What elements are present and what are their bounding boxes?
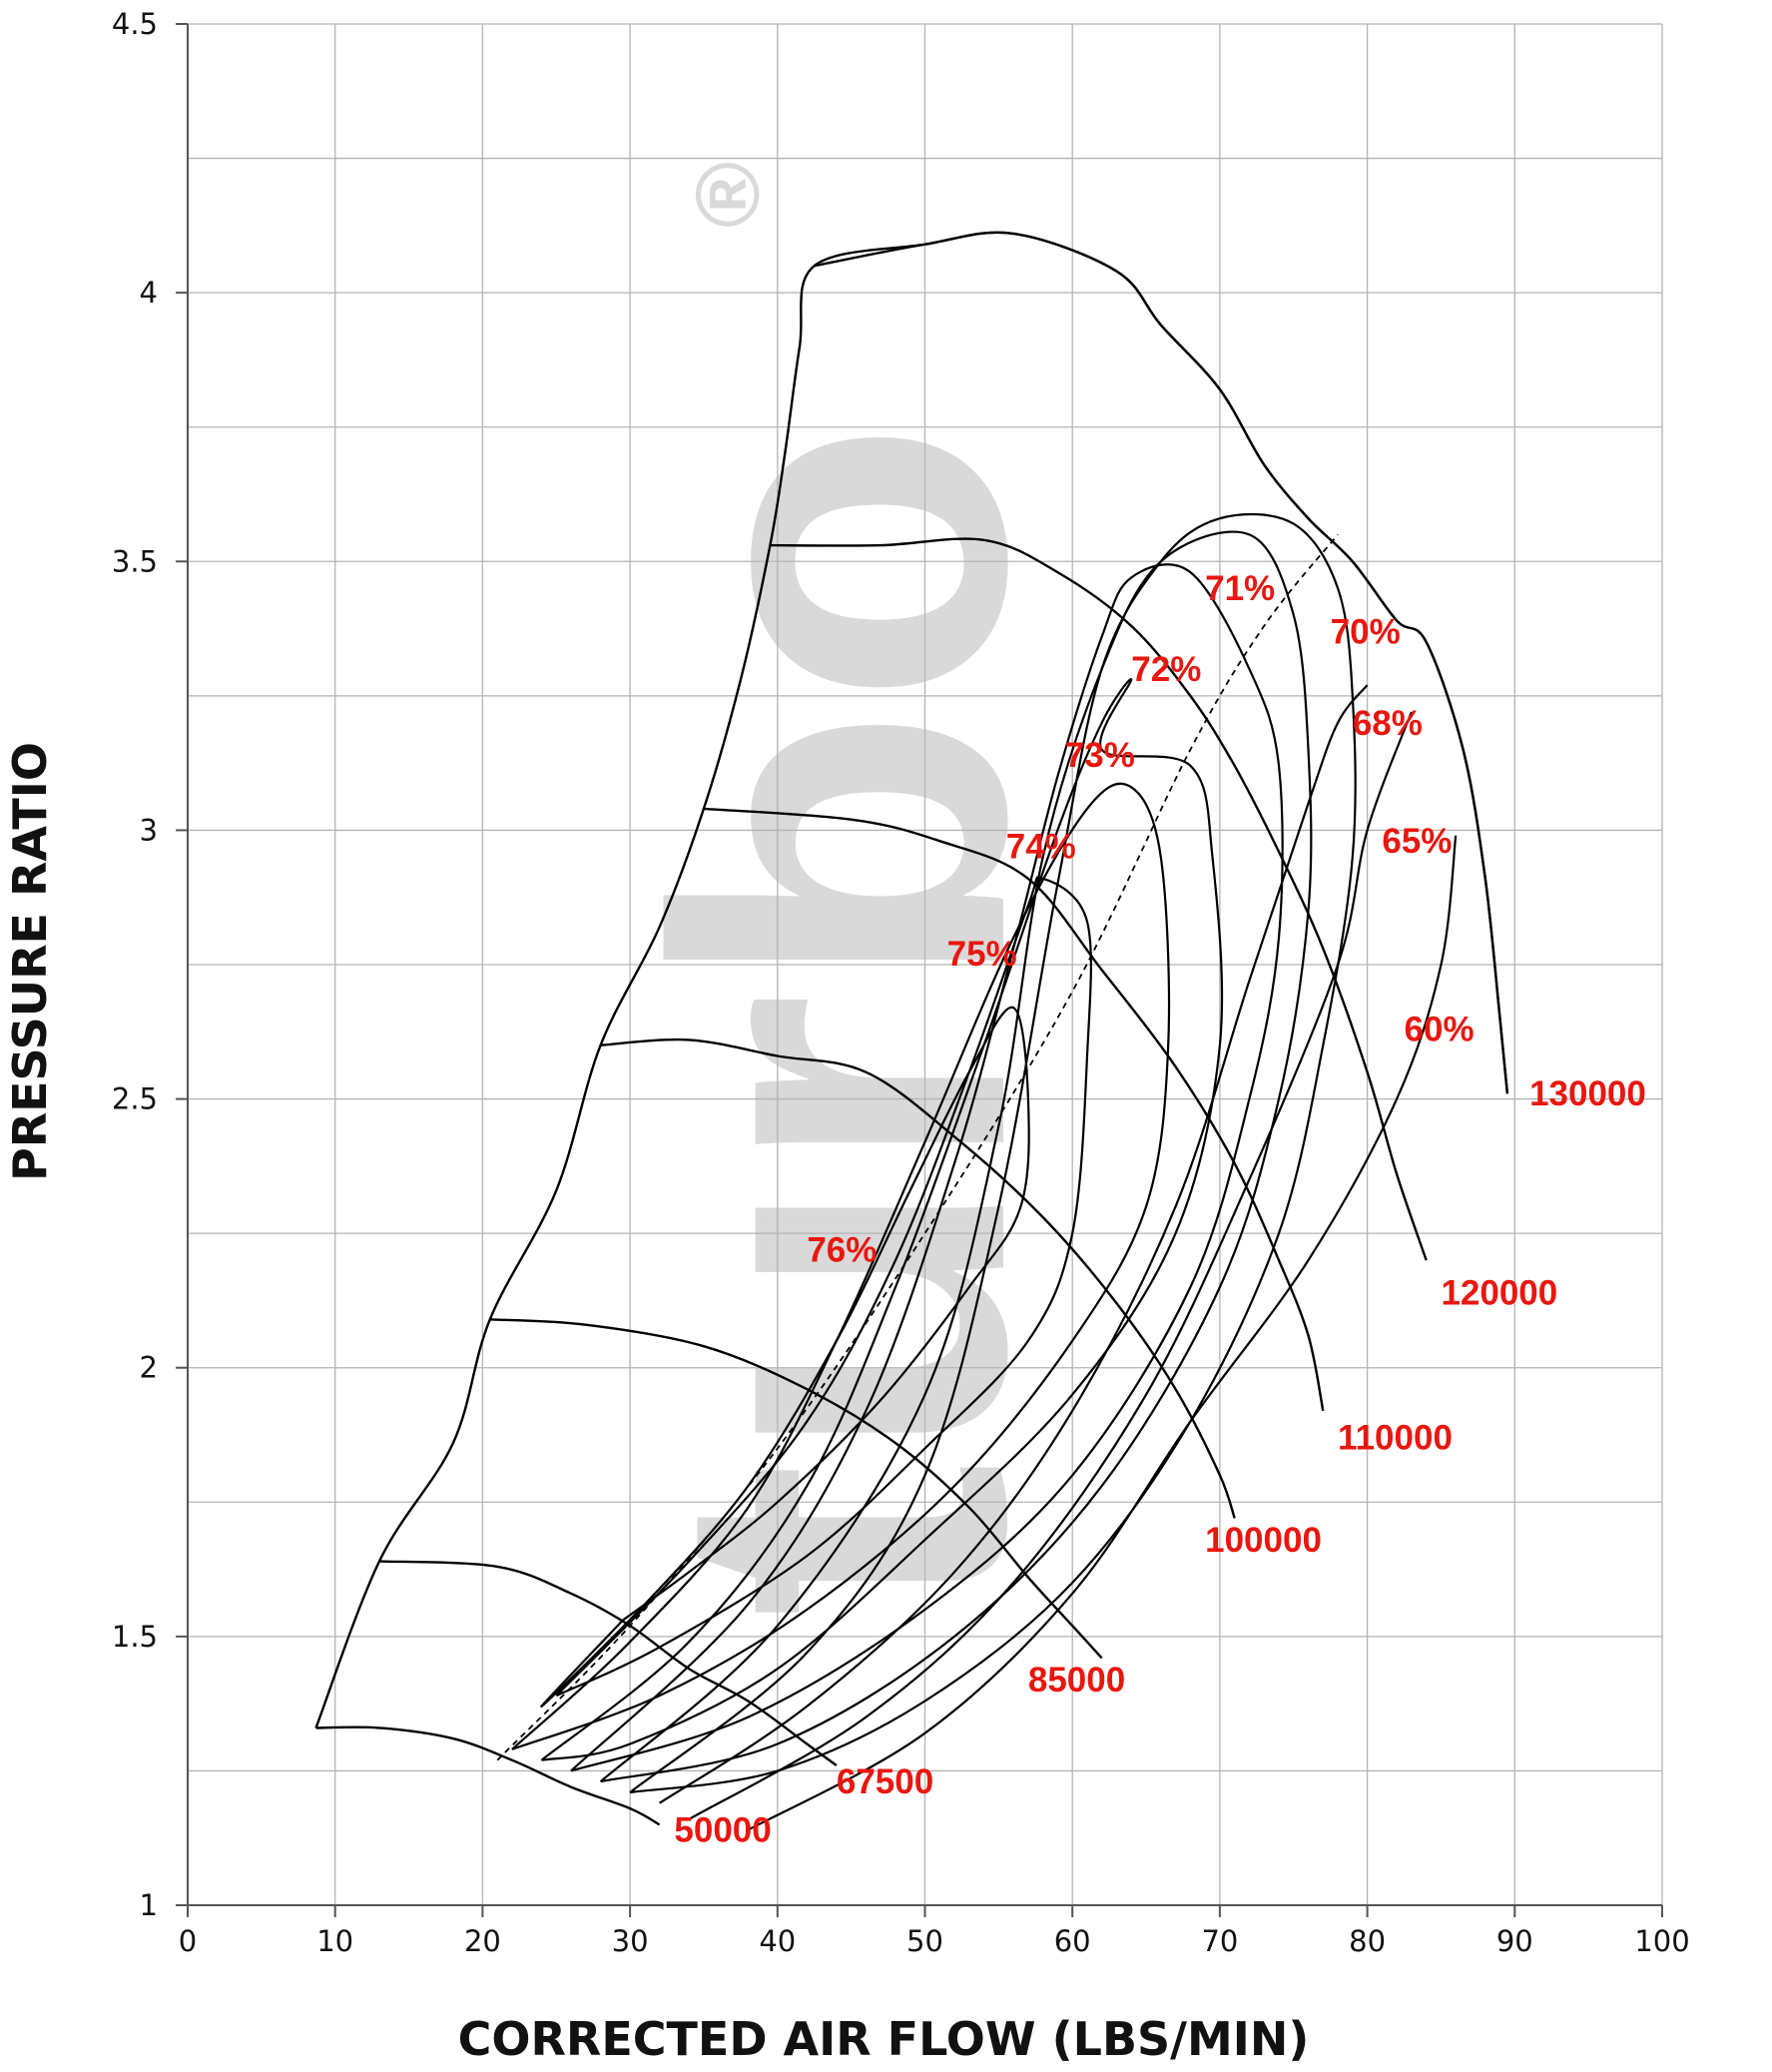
x-tick-label: 90 bbox=[1496, 1924, 1533, 1958]
watermark-registered-mark: ® bbox=[679, 162, 779, 228]
curve-label-76-pct: 76% bbox=[807, 1230, 877, 1269]
x-tick-label: 30 bbox=[612, 1924, 649, 1958]
x-tick-label: 0 bbox=[179, 1924, 197, 1958]
curve-label-65-pct: 65% bbox=[1382, 822, 1452, 861]
x-tick-label: 20 bbox=[464, 1924, 501, 1958]
curve-label-50000: 50000 bbox=[674, 1811, 771, 1850]
x-tick-label: 100 bbox=[1634, 1924, 1689, 1958]
efficiency-island-60-pct bbox=[747, 835, 1458, 1831]
x-tick-label: 50 bbox=[906, 1924, 943, 1958]
efficiency-island-71-pct bbox=[599, 530, 1313, 1783]
x-tick-label: 70 bbox=[1201, 1924, 1238, 1958]
efficiency-island-68-pct bbox=[658, 684, 1369, 1804]
efficiency-island-74-pct bbox=[511, 782, 1171, 1750]
speed-line-120000 bbox=[770, 537, 1428, 1261]
curve-label-100000: 100000 bbox=[1205, 1521, 1322, 1560]
x-tick-label: 40 bbox=[759, 1924, 796, 1958]
y-tick-label: 2.5 bbox=[112, 1082, 158, 1116]
y-tick-label: 1.5 bbox=[112, 1620, 158, 1654]
y-tick-label: 2 bbox=[140, 1351, 158, 1385]
speed-line-110000 bbox=[703, 807, 1325, 1412]
y-axis-title: PRESSURE RATIO bbox=[3, 742, 57, 1181]
curve-label-120000: 120000 bbox=[1441, 1273, 1557, 1312]
y-tick-label: 3 bbox=[140, 813, 158, 847]
curve-label-110000: 110000 bbox=[1338, 1419, 1453, 1458]
efficiency-island-70-pct bbox=[629, 512, 1357, 1794]
speed-line-130000 bbox=[814, 231, 1509, 1094]
curve-label-85000: 85000 bbox=[1028, 1661, 1125, 1700]
y-tick-label: 4 bbox=[140, 276, 158, 310]
x-axis-title: CORRECTED AIR FLOW (LBS/MIN) bbox=[458, 2012, 1310, 2066]
curve-label-72-pct: 72% bbox=[1131, 650, 1201, 689]
efficiency-island-73-pct bbox=[540, 678, 1224, 1761]
efficiency-island-75-pct bbox=[555, 876, 1092, 1698]
y-tick-label: 3.5 bbox=[112, 544, 158, 578]
curve-label-60-pct: 60% bbox=[1405, 1011, 1475, 1049]
curve-layer bbox=[314, 231, 1509, 1831]
curve-label-73-pct: 73% bbox=[1065, 736, 1135, 775]
y-tick-label: 4.5 bbox=[112, 7, 158, 41]
curve-label-67500: 67500 bbox=[837, 1762, 933, 1801]
label-layer: 50000 67500 85000 100000 110000 120000 130000 7… bbox=[674, 569, 1645, 1849]
x-tick-label: 80 bbox=[1349, 1924, 1386, 1958]
efficiency-island-76-pct bbox=[540, 1006, 1030, 1708]
speed-line-100000 bbox=[600, 1037, 1236, 1519]
x-tick-label: 60 bbox=[1054, 1924, 1091, 1958]
watermark-layer: turbo ® bbox=[579, 162, 1103, 1619]
efficiency-island-72-pct bbox=[570, 563, 1284, 1772]
speed-line-85000 bbox=[489, 1318, 1103, 1660]
speed-line-50000 bbox=[315, 1726, 661, 1826]
watermark-text: turbo bbox=[579, 419, 1103, 1619]
curve-label-74-pct: 74% bbox=[1006, 828, 1076, 867]
speed-line-67500 bbox=[378, 1560, 838, 1766]
x-tick-label: 10 bbox=[316, 1924, 353, 1958]
peak-efficiency-line bbox=[496, 533, 1339, 1761]
curve-label-68-pct: 68% bbox=[1353, 704, 1423, 743]
curve-label-70-pct: 70% bbox=[1331, 612, 1401, 651]
y-tick-label: 1 bbox=[140, 1888, 158, 1922]
efficiency-island-65-pct bbox=[688, 711, 1413, 1820]
curve-label-130000: 130000 bbox=[1529, 1074, 1646, 1113]
curve-label-75-pct: 75% bbox=[947, 935, 1017, 974]
axes-layer: 0 10 20 30 40 50 60 70 80 90 100 1 1.5 2 2.5 3 3.5 4 4.5 bbox=[112, 7, 1690, 1958]
curve-label-71-pct: 71% bbox=[1205, 569, 1275, 608]
